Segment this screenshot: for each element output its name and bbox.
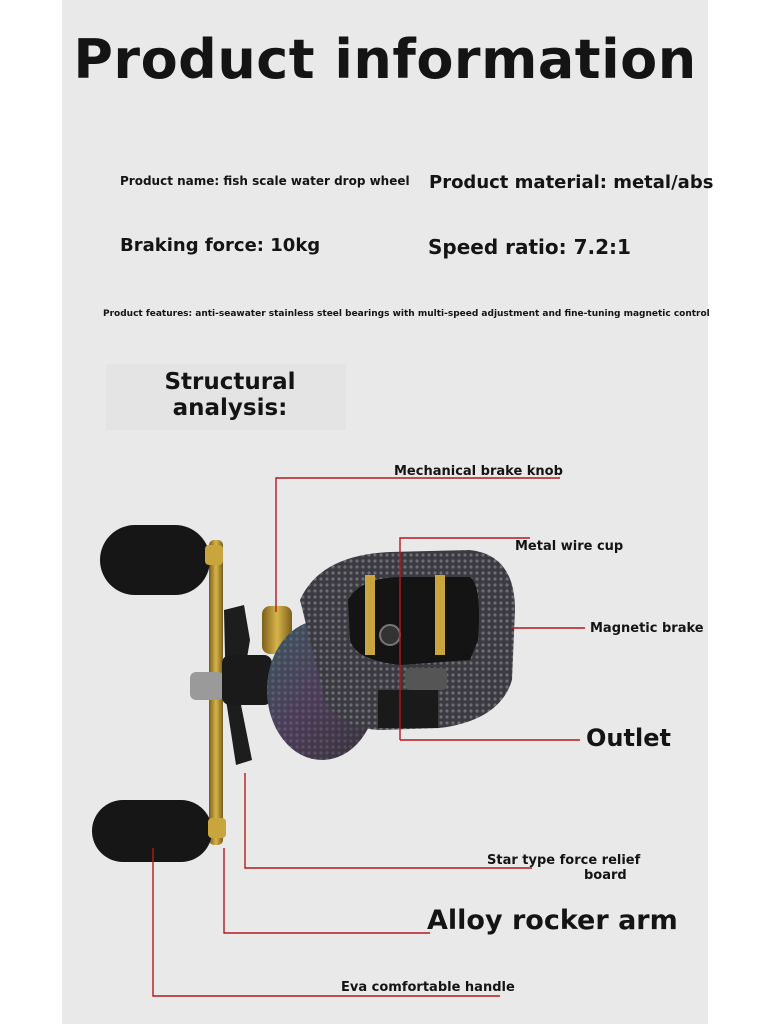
label-star-line2: board: [584, 868, 627, 883]
label-wire-cup: Metal wire cup: [515, 539, 624, 554]
page-title: Product information: [73, 28, 697, 91]
label-brake-knob: Mechanical brake knob: [394, 464, 563, 479]
lower-handle-knob: [92, 800, 212, 862]
product-material: Product material: metal/abs: [429, 172, 714, 193]
upper-handle-knob: [100, 525, 210, 595]
label-star-line1: Star type force relief: [487, 853, 641, 868]
line-guide: [405, 668, 447, 690]
label-rocker-arm: Alloy rocker arm: [427, 905, 678, 936]
product-features: Product features: anti-seawater stainles…: [103, 309, 710, 319]
structure-heading-box: [106, 364, 346, 430]
speed-ratio: Speed ratio: 7.2:1: [428, 235, 631, 259]
structure-heading: Structural analysis:: [164, 369, 296, 421]
label-outlet: Outlet: [586, 724, 671, 752]
braking-force: Braking force: 10kg: [120, 235, 321, 256]
product-name: Product name: fish scale water drop whee…: [120, 174, 410, 188]
label-magnetic-brake: Magnetic brake: [590, 621, 704, 636]
leader-lines: [152, 477, 585, 997]
label-handle: Eva comfortable handle: [341, 980, 515, 995]
